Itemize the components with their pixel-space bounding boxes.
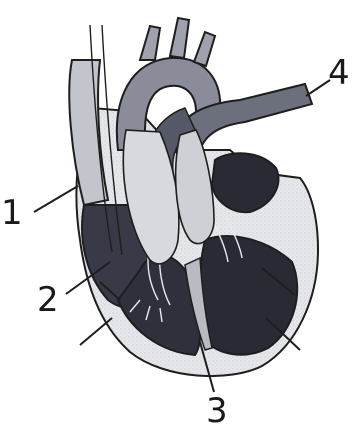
leader-1 [34,186,78,212]
callout-label-4: 4 [328,56,350,90]
leader-4 [306,80,330,96]
callout-label-3: 3 [206,394,228,428]
callout-label-1: 1 [1,196,23,230]
callout-label-2: 2 [37,283,59,317]
